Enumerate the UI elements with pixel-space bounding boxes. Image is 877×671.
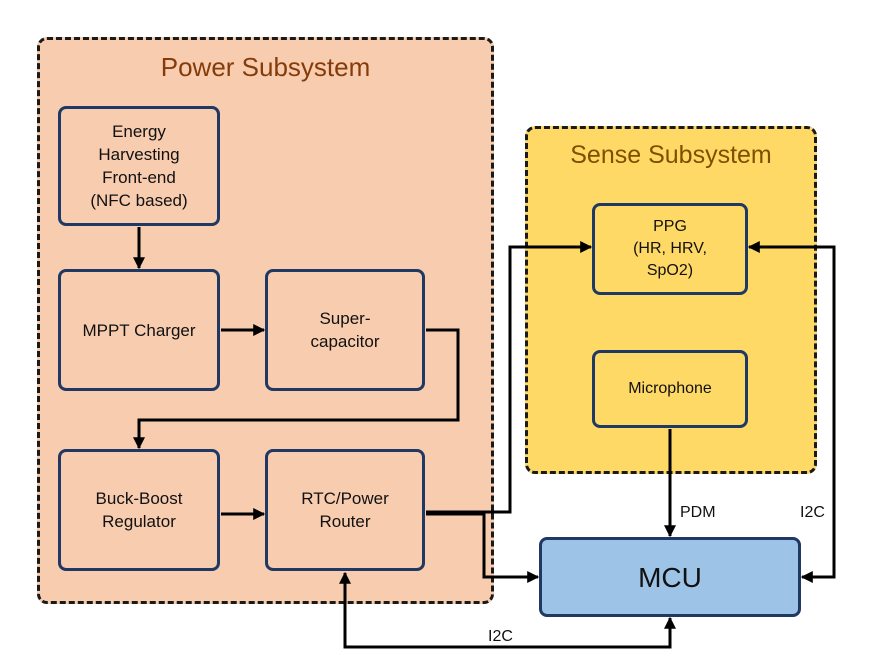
mppt-charger-block: MPPT Charger	[58, 269, 220, 391]
arrow-supercap-to-buckboost	[133, 328, 460, 450]
sense-subsystem-title: Sense Subsystem	[570, 141, 772, 169]
i2c-right-label: I2C	[800, 504, 825, 521]
pdm-label: PDM	[680, 504, 716, 521]
i2c-bottom-label: I2C	[488, 628, 513, 645]
rtc-power-router-block: RTC/Power Router	[265, 449, 425, 571]
arrow-rtc-to-mcu	[426, 512, 540, 583]
supercapacitor-block: Super- capacitor	[265, 269, 425, 391]
arrow-rtc-to-ppg	[426, 241, 593, 514]
ppg-block: PPG (HR, HRV, SpO2)	[592, 203, 748, 295]
power-subsystem-title: Power Subsystem	[160, 52, 371, 82]
buck-boost-regulator-block: Buck-Boost Regulator	[58, 449, 220, 571]
arrow-rtc-mcu-i2c	[339, 571, 676, 649]
arrow-ppg-mcu-i2c	[747, 241, 836, 583]
energy-harvesting-block: Energy Harvesting Front-end (NFC based)	[58, 106, 220, 226]
microphone-block: Microphone	[592, 350, 748, 428]
